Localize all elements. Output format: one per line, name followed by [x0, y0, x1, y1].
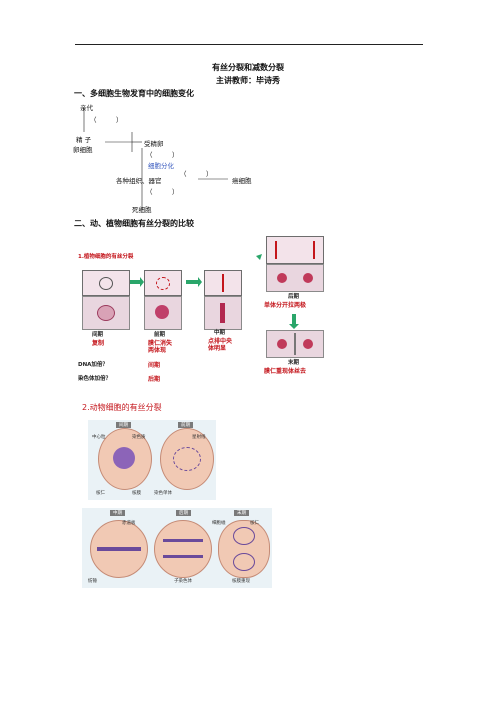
animal-metaphase-tag: 中期 [110, 510, 125, 516]
plant-telophase-label: 末期 [288, 360, 300, 366]
label-new-membrane: 核膜重现 [232, 579, 250, 584]
blank-4: （ ） [146, 188, 179, 196]
label-nucleolus-2: 核仁 [250, 521, 259, 526]
q-dna-doubling: DNA加倍？ [78, 362, 108, 368]
label-centrosome: 中心粒 [92, 435, 106, 440]
blank-1: （ ） [90, 116, 123, 124]
plant-interphase-note: 复制 [92, 340, 105, 347]
a-chromosome-doubling: 后期 [148, 376, 161, 383]
label-daughter-chromosome: 子染色体 [174, 579, 192, 584]
animal-anaphase-cell [154, 520, 212, 578]
plant-anaphase-label: 后期 [288, 294, 300, 300]
plant-interphase-label: 间期 [92, 332, 104, 338]
plant-anaphase-sketch [266, 236, 324, 264]
label-chromatid: 染色单体 [154, 491, 172, 496]
animal-interphase-tag: 间期 [116, 422, 131, 428]
plant-metaphase-note2: 体明显 [208, 345, 227, 352]
blank-2: （ ） [146, 151, 179, 159]
plant-prophase-sketch [144, 270, 182, 296]
plant-mitosis-figure: 1.植物细胞的有丝分裂 间期 复制 前期 膜仁消失 两体现 中期 点排中央 体明… [74, 232, 330, 392]
animal-top-panel: 间期 前期 中心粒 染色质 星射线 核仁 核膜 染色单体 [88, 420, 216, 500]
section2-heading: 二、动、植物细胞有丝分裂的比较 [74, 219, 194, 228]
label-jingzi: 精 子 [76, 136, 92, 144]
animal-prophase-tag: 前期 [178, 422, 193, 428]
plant-prophase-note2: 两体现 [148, 347, 167, 354]
animal-telophase-tag: 末期 [234, 510, 249, 516]
section1-heading: 一、多细胞生物发育中的细胞变化 [74, 89, 194, 98]
label-shoujingluan: 受精卵 [144, 140, 164, 148]
animal-prophase-cell [160, 428, 214, 490]
label-zuzhiqiguan: 各种组织、器官 [116, 177, 162, 185]
plant-telophase-photo [266, 330, 324, 358]
plant-arrows [130, 254, 299, 329]
plant-anaphase-photo [266, 264, 324, 292]
plant-title: 1.植物细胞的有丝分裂 [78, 254, 134, 260]
diagram-lines [83, 108, 228, 210]
label-spindle-fiber: 纺锤 [88, 579, 97, 584]
blank-3: （ ） [180, 170, 213, 178]
animal-telophase-cell [218, 520, 270, 578]
plant-telophase-note: 膜仁重现体丝去 [264, 368, 307, 375]
plant-metaphase-sketch [204, 270, 242, 296]
plant-metaphase-note1: 点排中央 [208, 338, 233, 345]
label-aixibao: 癌细胞 [232, 177, 252, 185]
plant-prophase-note1: 膜仁消失 [148, 340, 173, 347]
q-chromosome-doubling: 染色体加倍？ [78, 376, 112, 382]
animal-title: 2.动物细胞的有丝分裂 [82, 403, 162, 412]
label-qindai: 亲代 [80, 104, 93, 112]
page-title: 有丝分裂和减数分裂 [212, 63, 284, 72]
label-spindle-ray: 星射线 [192, 435, 206, 440]
animal-metaphase-cell [90, 520, 148, 578]
label-sixibao: 死细胞 [132, 206, 152, 214]
animal-bottom-panel: 中期 后期 末期 赤道板 细胞缢 核仁 纺锤 子染色体 核膜重现 [82, 508, 272, 588]
page-subtitle: 主讲教师：毕诗秀 [216, 76, 280, 85]
animal-interphase-cell [98, 428, 152, 490]
plant-metaphase-photo [204, 296, 242, 330]
plant-metaphase-label: 中期 [214, 330, 226, 336]
plant-interphase-sketch [82, 270, 130, 296]
label-chromatin: 染色质 [132, 435, 146, 440]
label-nuclear-membrane: 核膜 [132, 491, 141, 496]
label-equator-plate: 赤道板 [122, 521, 136, 526]
label-luanxibao: 卵细胞 [73, 146, 93, 154]
plant-anaphase-note: 单体分开拉两极 [264, 302, 307, 309]
animal-anaphase-tag: 后期 [176, 510, 191, 516]
plant-interphase-photo [82, 296, 130, 330]
top-rule [75, 44, 423, 45]
a-dna-doubling: 间期 [148, 362, 161, 369]
label-nucleolus: 核仁 [96, 491, 105, 496]
animal-mitosis-figure: 2.动物细胞的有丝分裂 间期 前期 中心粒 染色质 星射线 核仁 核膜 染色单体… [82, 400, 292, 588]
plant-prophase-photo [144, 296, 182, 330]
label-furrow: 细胞缢 [212, 521, 226, 526]
plant-prophase-label: 前期 [154, 332, 166, 338]
cell-change-diagram: 亲代 （ ） 精 子 卵细胞 受精卵 （ ） 细胞分化 （ ） 各种组织、器官 … [70, 100, 270, 216]
label-xibaofenhua: 细胞分化 [148, 162, 174, 170]
